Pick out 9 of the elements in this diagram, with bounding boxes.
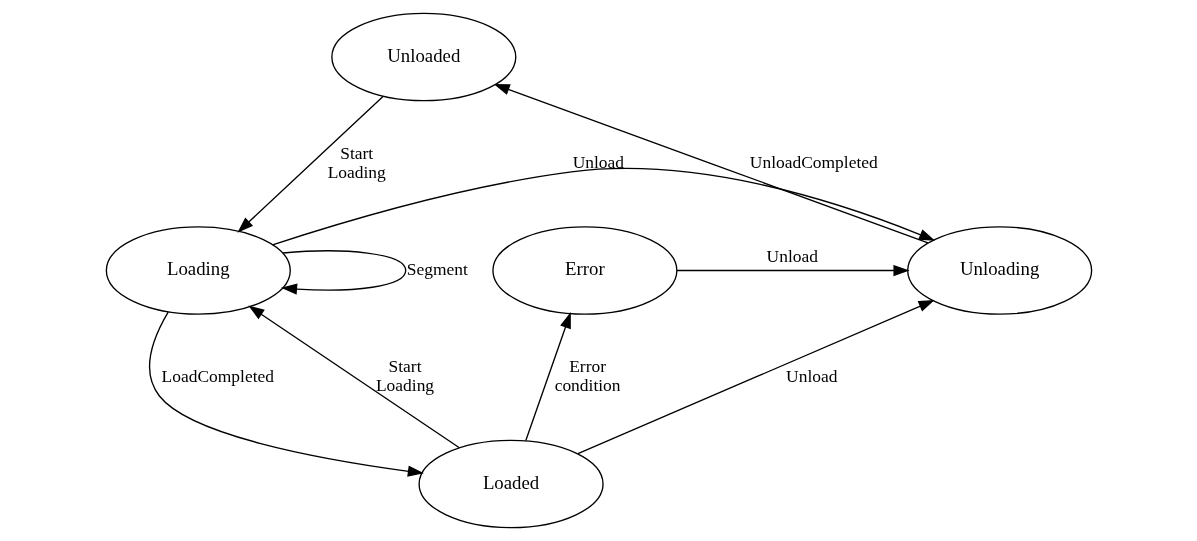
edge-label: UnloadCompleted xyxy=(749,152,878,173)
edge-label: LoadCompleted xyxy=(161,365,274,386)
edge-label: Unload xyxy=(572,152,624,173)
edge-label: Start Loading xyxy=(375,356,434,396)
edge-label: Unload xyxy=(785,365,837,386)
edge-label: Unload xyxy=(766,245,818,266)
edge-label: Error condition xyxy=(554,356,621,396)
edge-label: Start Loading xyxy=(327,142,386,182)
edge-label: Segment xyxy=(406,259,468,280)
